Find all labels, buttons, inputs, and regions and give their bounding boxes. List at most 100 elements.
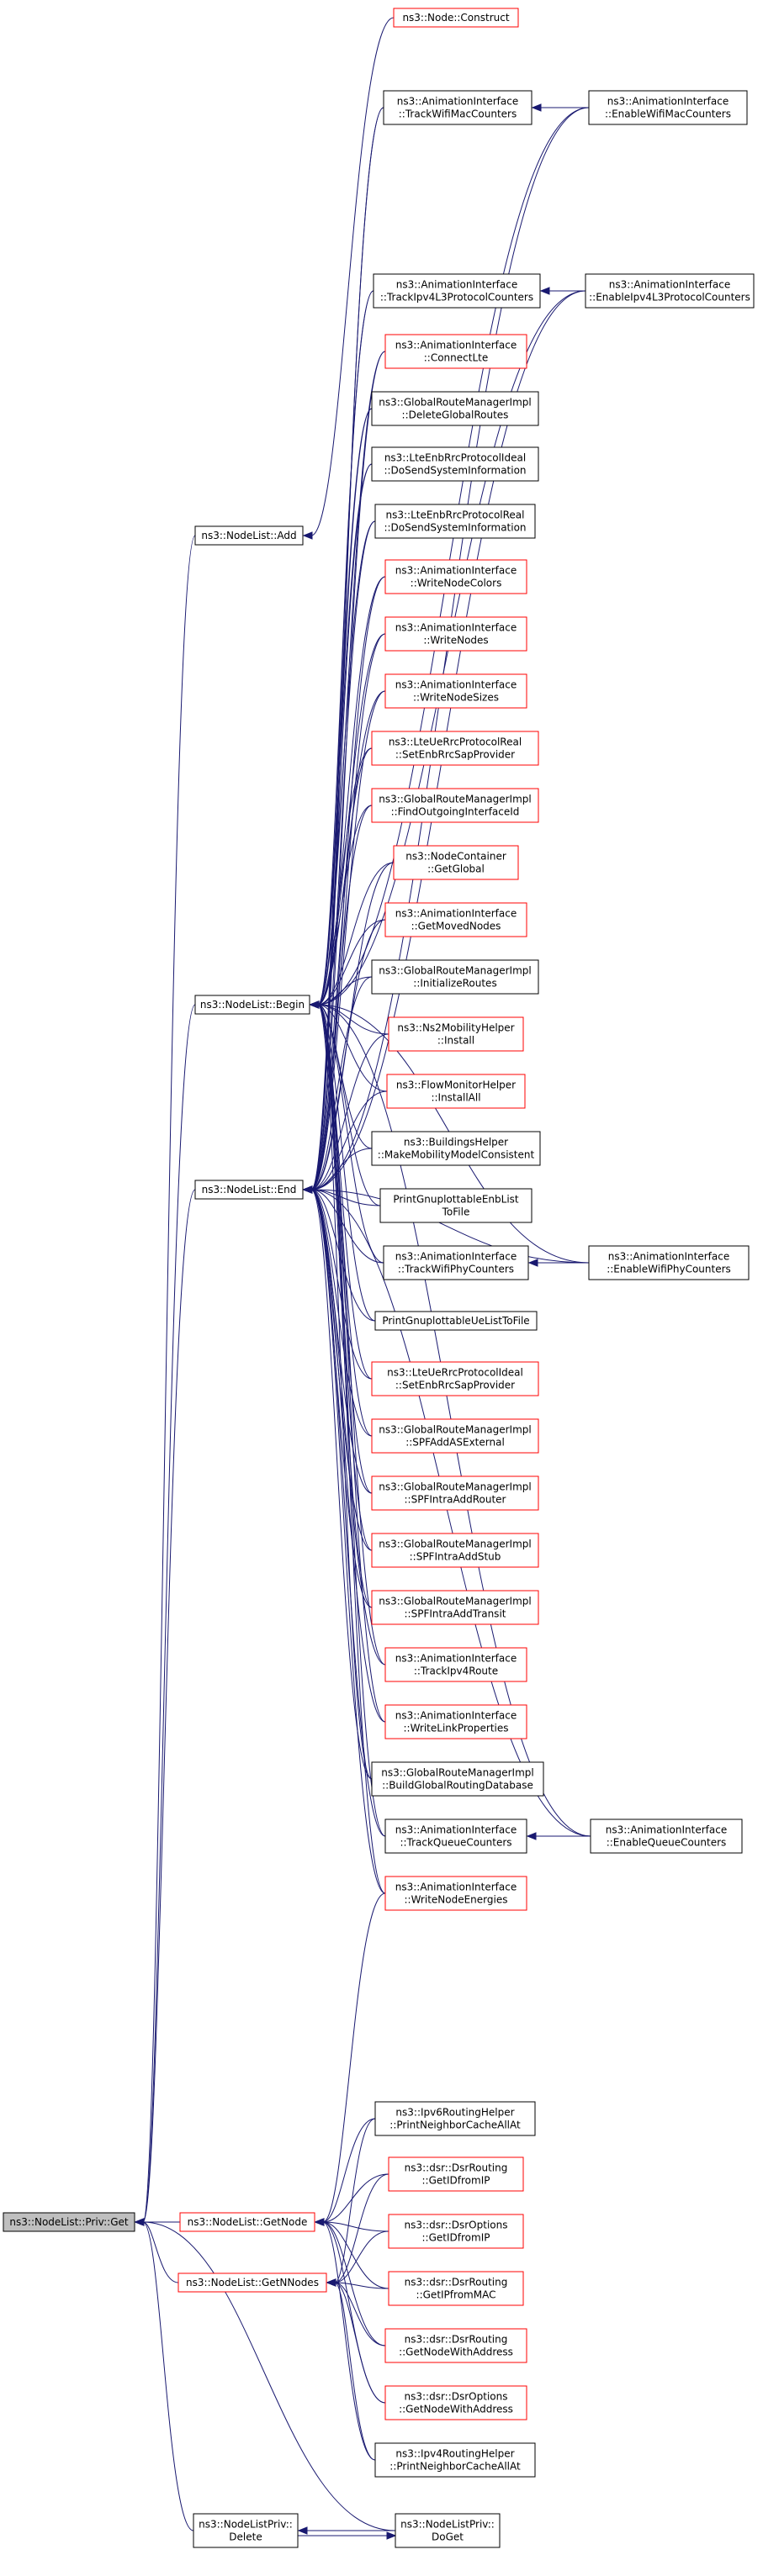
node-dsr_getipfrommac[interactable]: ns3::dsr::DsrRouting::GetIPfromMAC [388, 2271, 524, 2306]
node-ue_setenbrrc[interactable]: ns3::LteUeRrcProtocolReal::SetEnbRrcSapP… [371, 731, 539, 766]
node-writenodeenergies[interactable]: ns3::AnimationInterface::WriteNodeEnergi… [384, 1876, 527, 1911]
node-flowinstall[interactable]: ns3::FlowMonitorHelper::InstallAll [386, 1074, 526, 1109]
node-ns2install[interactable]: ns3::Ns2MobilityHelper::Install [388, 1016, 524, 1052]
edge-construct-to-add [302, 17, 395, 540]
edge-ns2install-to-end [302, 1033, 389, 1194]
node-label: ::WriteNodeEnergies [405, 1894, 508, 1906]
node-box [371, 391, 539, 426]
node-initializeroutes[interactable]: ns3::GlobalRouteManagerImpl::InitializeR… [371, 959, 539, 995]
node-delete[interactable]: ns3::NodeListPriv::Delete [193, 2513, 299, 2548]
node-label: ::GetNodeWithAddress [399, 2404, 513, 2415]
node-label: ::GetNodeWithAddress [399, 2346, 513, 2358]
node-writenodesizes[interactable]: ns3::AnimationInterface::WriteNodeSizes [384, 673, 527, 709]
node-box [371, 1475, 539, 1511]
edge-writenodeenergies-to-getnode [314, 1892, 386, 2226]
node-label: ::Install [437, 1035, 474, 1047]
edge-arrowhead [531, 103, 542, 112]
node-label: ::WriteNodeSizes [413, 692, 499, 704]
node-spfintrarouter[interactable]: ns3::GlobalRouteManagerImpl::SPFIntraAdd… [371, 1475, 539, 1511]
node-label: ns3::AnimationInterface [607, 96, 729, 108]
node-getnnodes[interactable]: ns3::NodeList::GetNNodes [178, 2272, 327, 2293]
edge-line [310, 1189, 386, 1837]
node-getnode[interactable]: ns3::NodeList::GetNode [179, 2212, 315, 2232]
edge-line [310, 805, 373, 1190]
node-buildings[interactable]: ns3::BuildingsHelper::MakeMobilityModelC… [371, 1131, 541, 1166]
edge-spfintrastub-to-end [302, 1185, 373, 1551]
node-enableipv4l3[interactable]: ns3::AnimationInterface::EnableIpv4L3Pro… [585, 273, 755, 309]
node-ideal_dosend[interactable]: ns3::LteEnbRrcProtocolIdeal::DoSendSyste… [371, 446, 539, 482]
node-add[interactable]: ns3::NodeList::Add [194, 525, 304, 546]
edge-findoutgoing-to-end [302, 805, 373, 1194]
node-enablewifimac[interactable]: ns3::AnimationInterface::EnableWifiMacCo… [588, 90, 748, 125]
edge-writenodesizes-to-end [302, 690, 386, 1194]
node-spfintrastub[interactable]: ns3::GlobalRouteManagerImpl::SPFIntraAdd… [371, 1533, 539, 1568]
node-trackipv4l3[interactable]: ns3::AnimationInterface::TrackIpv4L3Prot… [373, 273, 541, 309]
node-connectlte[interactable]: ns3::AnimationInterface::ConnectLte [384, 334, 527, 369]
node-end[interactable]: ns3::NodeList::End [194, 1180, 304, 1200]
node-trackwifiphy[interactable]: ns3::AnimationInterface::TrackWifiPhyCou… [383, 1245, 529, 1280]
edge-ipv4print-to-getnnodes [326, 2278, 376, 2461]
node-writelinkprops[interactable]: ns3::AnimationInterface::WriteLinkProper… [384, 1704, 527, 1739]
node-dsropt_getidfromip[interactable]: ns3::dsr::DsrOptions::GetIDfromIP [388, 2214, 524, 2249]
node-construct[interactable]: ns3::Node::Construct [393, 8, 519, 28]
node-dsr_getnodewithaddr[interactable]: ns3::dsr::DsrRouting::GetNodeWithAddress [384, 2328, 527, 2363]
edge-line [310, 1189, 386, 1894]
node-real_dosend[interactable]: ns3::LteEnbRrcProtocolReal::DoSendSystem… [374, 504, 536, 539]
node-label: ns3::FlowMonitorHelper [396, 1079, 516, 1091]
edge-spfintratransit-to-begin [309, 1000, 373, 1608]
node-box [371, 959, 539, 995]
node-deleteglobalroutes[interactable]: ns3::GlobalRouteManagerImpl::DeleteGloba… [371, 391, 539, 426]
edge-arrowhead [309, 1000, 320, 1009]
node-label: ns3::AnimationInterface [395, 679, 517, 691]
node-enablewifiphy[interactable]: ns3::AnimationInterface::EnableWifiPhyCo… [588, 1245, 750, 1280]
edge-line [310, 1189, 386, 1665]
node-spfintratransit[interactable]: ns3::GlobalRouteManagerImpl::SPFIntraAdd… [371, 1590, 539, 1625]
node-label: ns3::AnimationInterface [395, 908, 517, 920]
node-getmovednodes[interactable]: ns3::AnimationInterface::GetMovedNodes [384, 902, 527, 937]
node-label: ns3::dsr::DsrRouting [405, 2277, 508, 2288]
node-label: ns3::dsr::DsrRouting [405, 2162, 508, 2174]
node-box [193, 2513, 299, 2548]
node-label: ::ConnectLte [424, 352, 488, 364]
node-box [384, 2328, 527, 2363]
node-trackqueue[interactable]: ns3::AnimationInterface::TrackQueueCount… [384, 1819, 527, 1854]
node-label: ns3::GlobalRouteManagerImpl [379, 1424, 531, 1436]
node-spfaddas[interactable]: ns3::GlobalRouteManagerImpl::SPFAddASExt… [371, 1418, 539, 1454]
node-begin[interactable]: ns3::NodeList::Begin [194, 995, 310, 1015]
node-trackipv4route[interactable]: ns3::AnimationInterface::TrackIpv4Route [384, 1647, 527, 1682]
node-ideal_setenbrrc[interactable]: ns3::LteUeRrcProtocolIdeal::SetEnbRrcSap… [371, 1361, 539, 1396]
node-label: ns3::NodeList::GetNNodes [186, 2277, 319, 2288]
edge-line [322, 2221, 386, 2404]
node-dsropt_getnodewithaddr[interactable]: ns3::dsr::DsrOptions::GetNodeWithAddress [384, 2385, 527, 2420]
node-nodecontainer[interactable]: ns3::NodeContainer::GetGlobal [393, 845, 519, 880]
edge-line [334, 2282, 389, 2289]
edge-line [310, 747, 373, 1190]
node-uelist[interactable]: PrintGnuplottableUeListToFile [374, 1311, 538, 1331]
edge-line [310, 633, 386, 1190]
edge-line [310, 1189, 376, 1322]
node-trackwifimac[interactable]: ns3::AnimationInterface::TrackWifiMacCou… [383, 90, 533, 125]
node-writenodes[interactable]: ns3::AnimationInterface::WriteNodes [384, 616, 527, 652]
edge-line [334, 2118, 376, 2283]
edge-arrowhead [297, 2526, 308, 2535]
node-label: ns3::GlobalRouteManagerImpl [381, 1767, 533, 1779]
node-label: ::TrackQueueCounters [400, 1837, 511, 1849]
node-box [395, 2513, 501, 2548]
edge-doget-to-get [134, 2218, 396, 2531]
node-buildglobal[interactable]: ns3::GlobalRouteManagerImpl::BuildGlobal… [371, 1761, 544, 1797]
node-dsr_getidfromip[interactable]: ns3::dsr::DsrRouting::GetIDfromIP [388, 2156, 524, 2192]
node-writenodecolors[interactable]: ns3::AnimationInterface::WriteNodeColors [384, 559, 527, 594]
node-label: ns3::AnimationInterface [395, 1653, 517, 1665]
node-findoutgoing[interactable]: ns3::GlobalRouteManagerImpl::FindOutgoin… [371, 788, 539, 823]
node-box [3, 2212, 135, 2232]
node-ipv4print[interactable]: ns3::Ipv4RoutingHelper::PrintNeighborCac… [374, 2442, 536, 2478]
node-ipv6print[interactable]: ns3::Ipv6RoutingHelper::PrintNeighborCac… [374, 2101, 536, 2136]
edge-line [310, 1189, 373, 1380]
node-doget[interactable]: ns3::NodeListPriv::DoGet [395, 2513, 501, 2548]
node-box [384, 673, 527, 709]
node-enablequeue[interactable]: ns3::AnimationInterface::EnableQueueCoun… [590, 1819, 743, 1854]
node-label: ::WriteLinkProperties [404, 1723, 509, 1734]
node-box [383, 1245, 529, 1280]
edge-line [334, 2282, 386, 2346]
